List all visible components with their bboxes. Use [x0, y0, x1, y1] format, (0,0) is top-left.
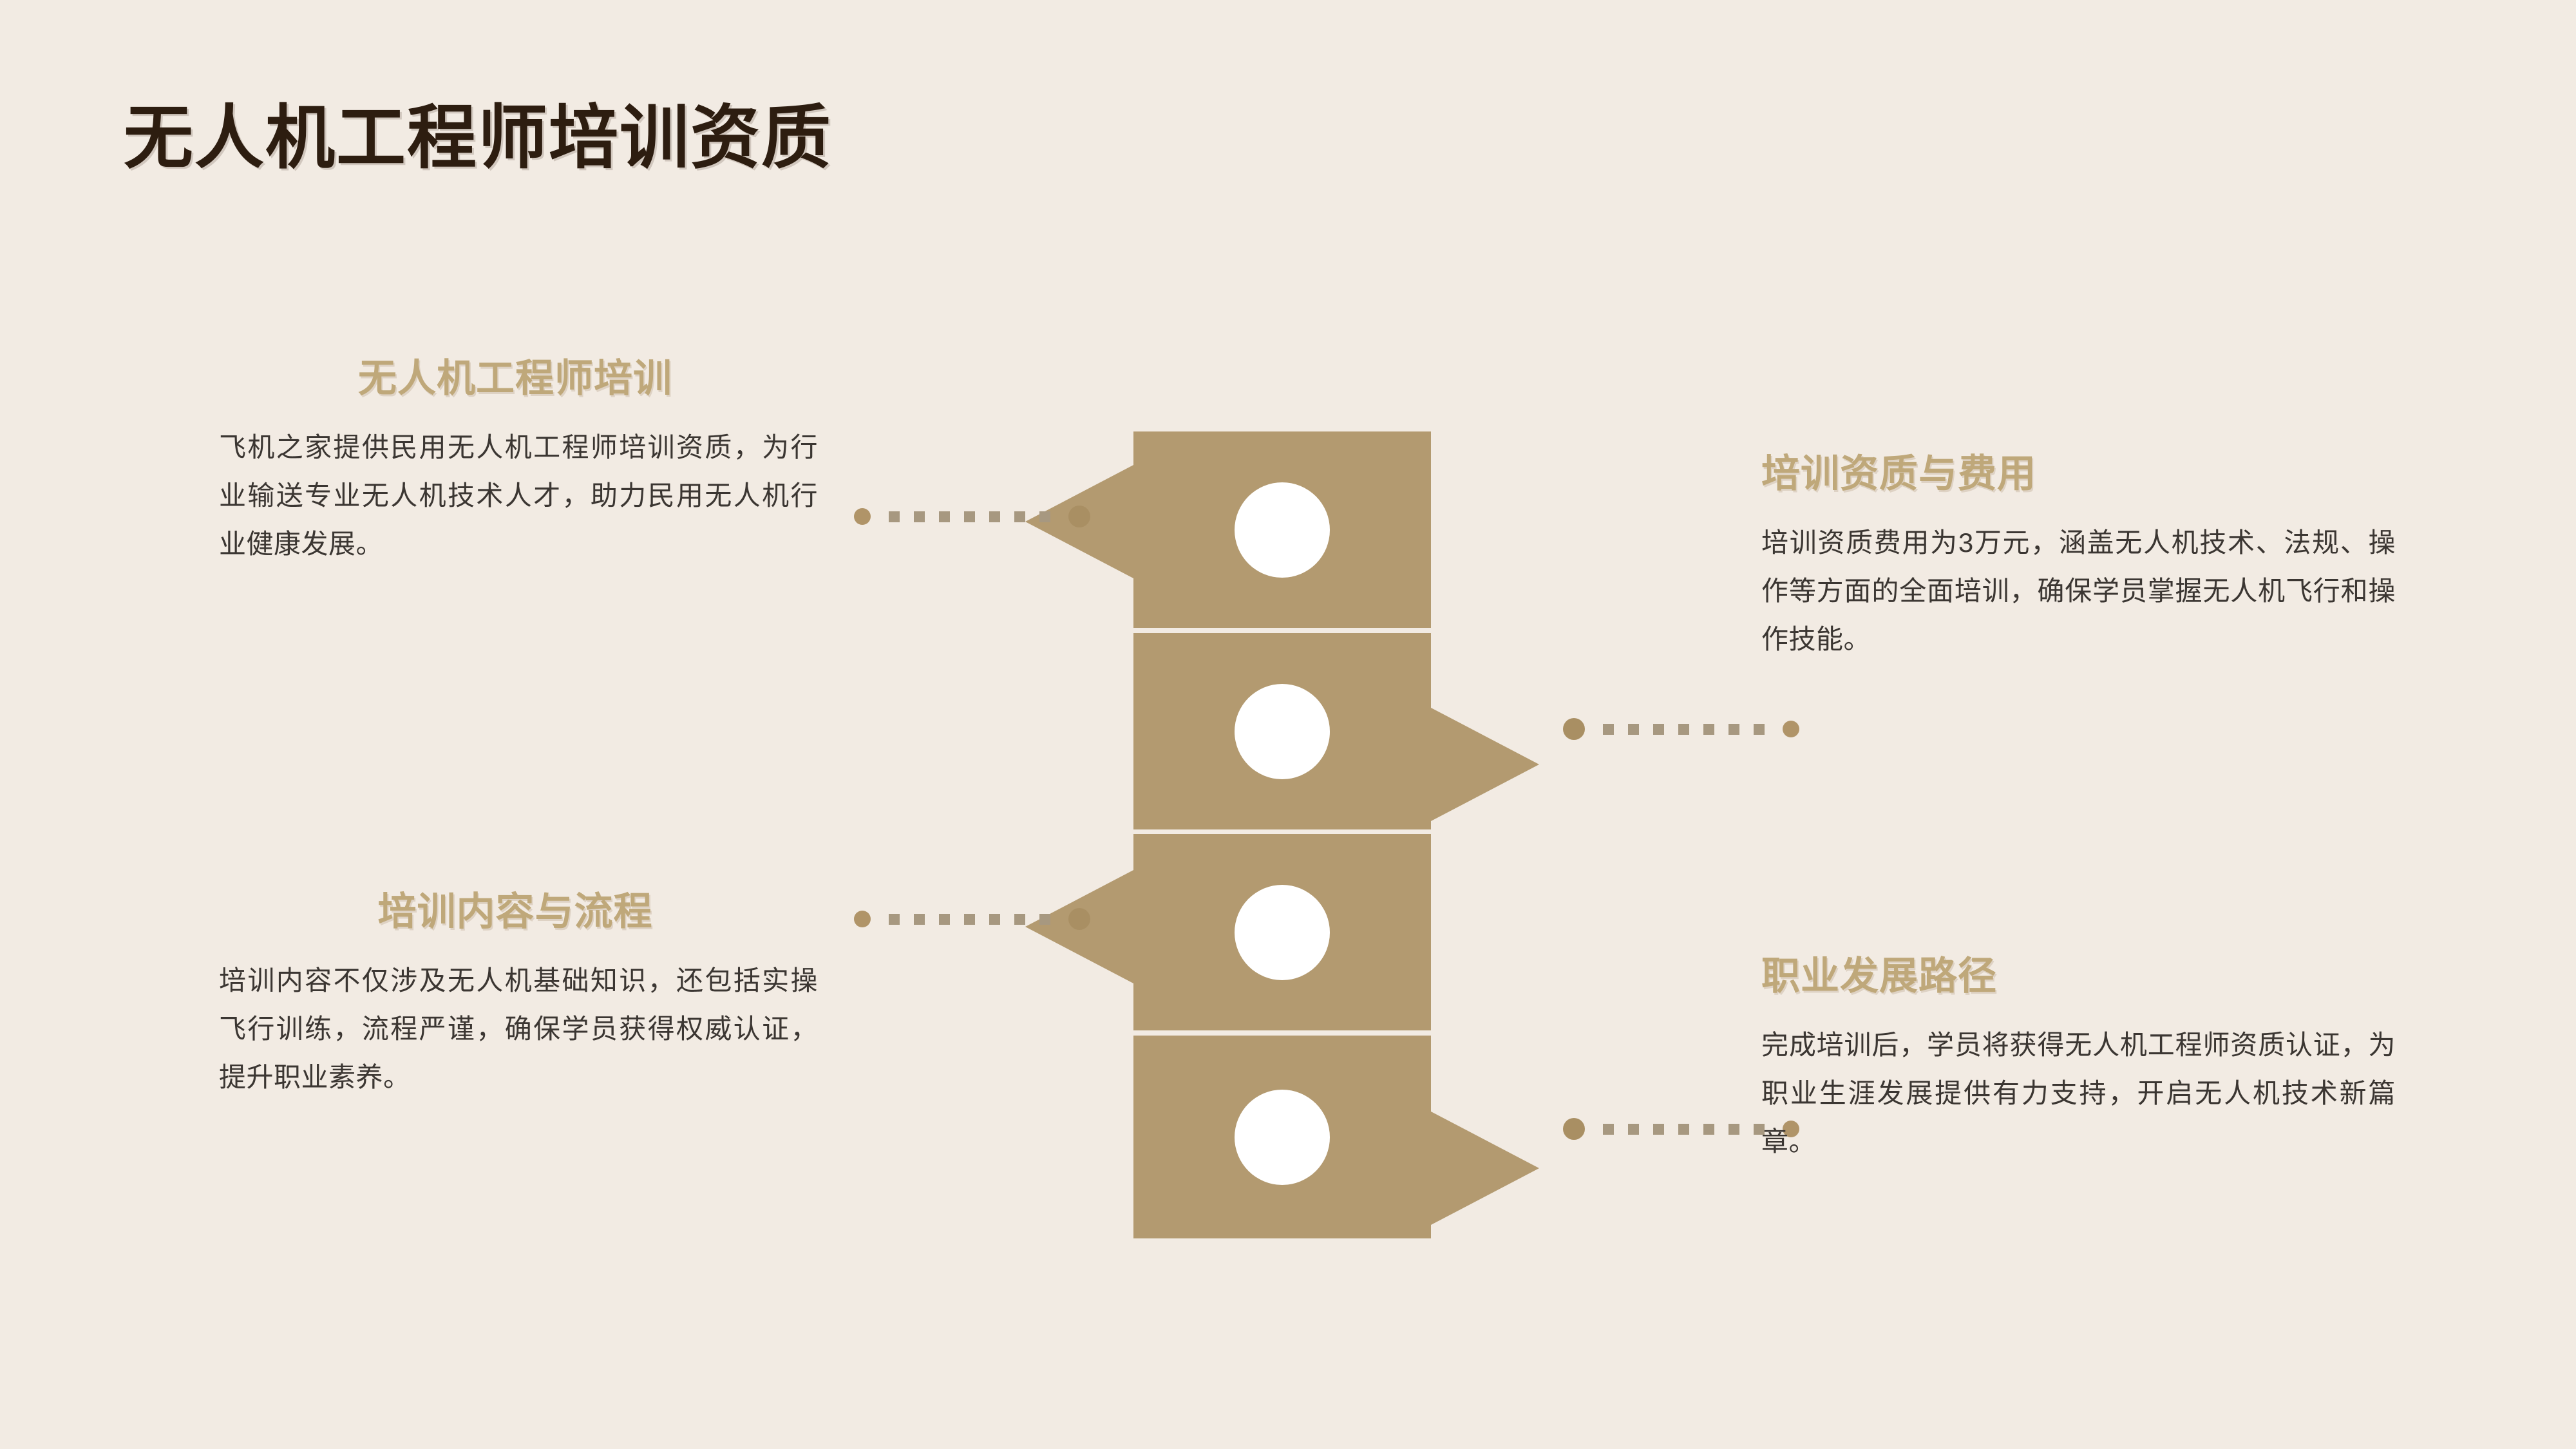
chevron-marker-circle-3 [1235, 884, 1330, 980]
connector-line-2 [1563, 716, 1799, 742]
connector-endpoint-dot [854, 911, 871, 927]
connector-line-1 [854, 504, 1090, 529]
connector-endpoint-dot [1783, 721, 1799, 737]
connector-line-4 [1563, 1116, 1799, 1142]
block-title-1: 无人机工程师培训 [358, 357, 672, 400]
chevron-marker-circle-4 [1235, 1089, 1330, 1185]
chevron-point-right-2 [1431, 708, 1539, 821]
block-body-2: 培训资质费用为3万元，涵盖无人机技术、法规、操作等方面的全面培训，确保学员掌握无… [1761, 527, 2396, 654]
connector-line-3 [854, 906, 1090, 932]
chevron-marker-circle-2 [1235, 683, 1330, 779]
connector-anchor-dot [1068, 506, 1090, 527]
content-block-career-development-path: 职业发展路径 完成培训后，学员将获得无人机工程师资质认证，为职业生涯发展提供有力… [1761, 953, 2396, 1166]
content-block-drone-engineer-training: 无人机工程师培训 飞机之家提供民用无人机工程师培训资质，为行业输送专业无人机技术… [219, 355, 818, 568]
block-title-2: 培训资质与费用 [1761, 452, 2036, 495]
connector-anchor-dot [1068, 908, 1090, 930]
chevron-marker-circle-1 [1235, 482, 1330, 578]
chevron-band-4 [1133, 1036, 1539, 1238]
content-block-training-content-and-process: 培训内容与流程 培训内容不仅涉及无人机基础知识，还包括实操飞行训练，流程严谨，确… [219, 889, 818, 1101]
connector-endpoint-dot [1783, 1121, 1799, 1137]
chevron-band-1 [1025, 431, 1431, 628]
chevron-point-right-4 [1431, 1112, 1539, 1225]
chevron-band-3 [1025, 834, 1431, 1030]
block-body-1: 飞机之家提供民用无人机工程师培训资质，为行业输送专业无人机技术人才，助力民用无人… [219, 432, 818, 559]
block-title-4: 职业发展路径 [1761, 954, 1997, 998]
connector-anchor-dot [1563, 1118, 1585, 1140]
content-block-qualification-and-fee: 培训资质与费用 培训资质费用为3万元，涵盖无人机技术、法规、操作等方面的全面培训… [1761, 451, 2396, 663]
block-body-3: 培训内容不仅涉及无人机基础知识，还包括实操飞行训练，流程严谨，确保学员获得权威认… [219, 965, 818, 1092]
connector-endpoint-dot [854, 508, 871, 525]
chevron-band-2 [1133, 633, 1539, 829]
page-title: 无人机工程师培训资质 [124, 99, 833, 176]
block-body-4: 完成培训后，学员将获得无人机工程师资质认证，为职业生涯发展提供有力支持，开启无人… [1761, 1030, 2396, 1157]
chevron-diagram [1025, 431, 1539, 1238]
connector-anchor-dot [1563, 718, 1585, 740]
block-title-3: 培训内容与流程 [377, 890, 653, 933]
